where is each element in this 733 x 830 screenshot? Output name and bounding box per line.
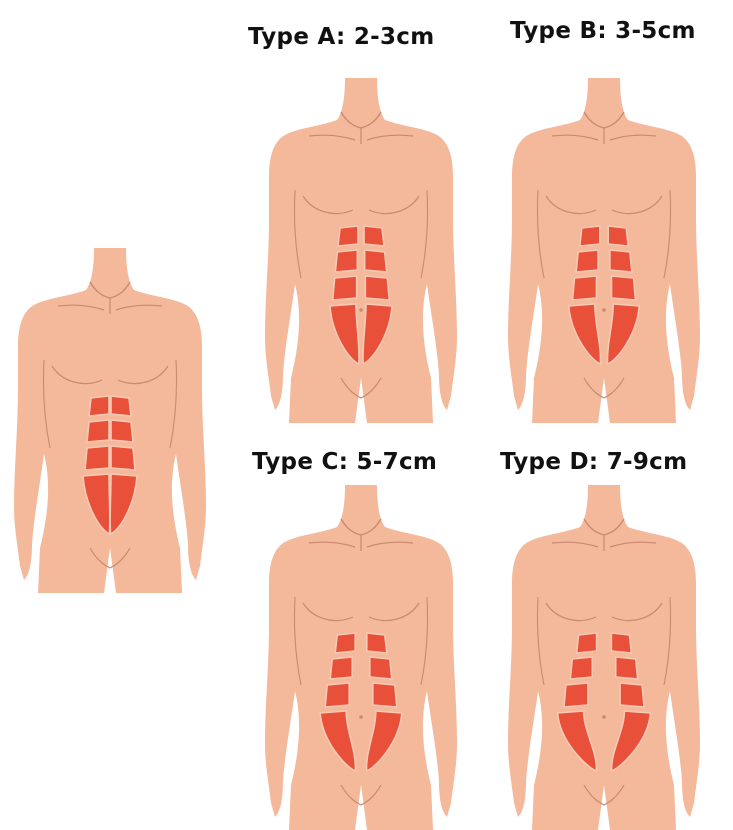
abdominal-muscle-segment [580,226,600,246]
torso-figure-type-c [257,485,467,830]
torso-figure-normal [6,248,216,593]
abdominal-muscle-segment [365,250,387,272]
abdominal-muscle-segment [330,657,352,679]
type-b-label: Type B: 3-5cm [510,18,696,44]
torso-figure-type-b [500,78,710,423]
abdominal-muscle-segment [616,657,638,679]
abdominal-muscle-segment [365,276,389,300]
navel [359,715,363,719]
abdominal-muscle-segment [611,633,631,653]
type-c-label: Type C: 5-7cm [252,449,437,475]
abdominal-muscle-segment [610,250,632,272]
abdominal-muscle-segment [577,633,597,653]
abdominal-muscle-segment [367,633,387,653]
abdominal-muscle-segment [333,276,357,300]
abdominal-muscle-segment [335,250,357,272]
type-d-label: Type D: 7-9cm [500,449,687,475]
abdominal-muscle-segment [570,657,592,679]
abdominal-muscle-segment [85,446,109,470]
abdominal-muscle-segment [325,683,349,707]
abdominal-muscle-segment [608,226,628,246]
abdominal-muscle-segment [620,683,644,707]
navel [602,715,606,719]
abdominal-muscle-segment [87,420,109,442]
abdominal-muscle-segment [111,446,135,470]
abdominal-muscle-segment [370,657,392,679]
navel [359,308,363,312]
abdominal-muscle-segment [338,226,358,246]
abdominal-muscle-segment [111,420,133,442]
abdominal-muscle-segment [89,396,109,416]
abdominal-muscle-segment [111,396,131,416]
type-a-label: Type A: 2-3cm [248,24,435,50]
torso-figure-type-d [500,485,710,830]
abdominal-muscle-segment [612,276,636,300]
abdominal-muscle-segment [373,683,397,707]
abdominal-muscle-segment [576,250,598,272]
abdominal-muscle-segment [364,226,384,246]
abdominal-muscle-segment [572,276,596,300]
abdominal-muscle-segment [335,633,355,653]
torso-figure-type-a [257,78,467,423]
navel [602,308,606,312]
abdominal-muscle-segment [564,683,588,707]
